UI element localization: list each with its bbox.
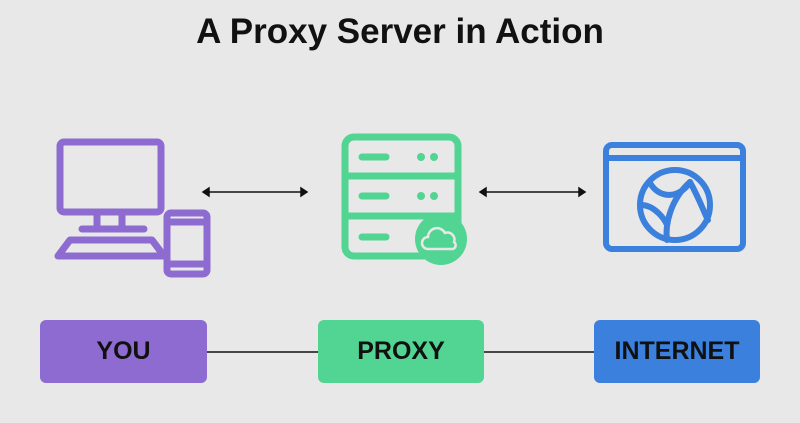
diagram-title: A Proxy Server in Action xyxy=(196,12,604,51)
server-cloud-icon xyxy=(341,133,467,265)
node-label: INTERNET xyxy=(614,337,740,365)
bidirectional-arrow-you-proxy xyxy=(201,186,309,198)
node-box-you: YOU xyxy=(40,320,207,383)
browser-globe-icon xyxy=(603,142,746,252)
computer-phone-icon xyxy=(54,138,211,278)
node-box-internet: INTERNET xyxy=(594,320,760,383)
bidirectional-arrow-proxy-internet xyxy=(478,186,587,198)
node-box-proxy: PROXY xyxy=(318,320,484,383)
node-label: YOU xyxy=(96,337,151,365)
node-label: PROXY xyxy=(357,337,445,365)
